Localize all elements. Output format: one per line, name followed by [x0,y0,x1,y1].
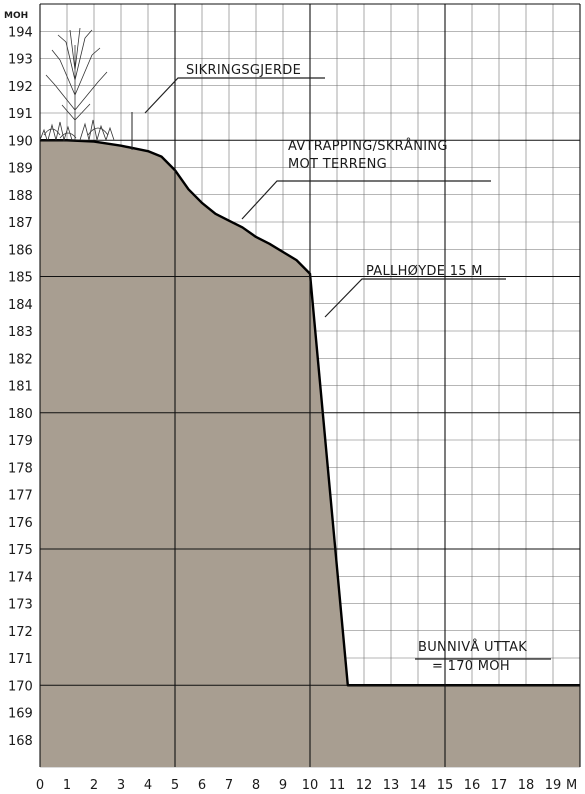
y-tick-label: 180 [8,407,33,422]
y-tick-label: 169 [8,707,33,722]
x-tick-label: 8 [252,778,260,793]
y-tick-label: 186 [8,243,33,258]
x-tick-label: 1 [63,778,71,793]
y-tick-label: 183 [8,325,33,340]
annotation-floor-label-line2: = 170 MOH [432,659,510,674]
y-tick-label: 177 [8,489,33,504]
y-tick-label: 188 [8,189,33,204]
annotation-leaders [144,77,551,660]
y-tick-label: 191 [8,107,33,122]
y-tick-label: 175 [8,543,33,558]
y-tick-label: 182 [8,352,33,367]
x-tick-label: 4 [144,778,152,793]
y-tick-label: 171 [8,652,33,667]
x-axis-unit-label: M [566,778,577,793]
y-tick-label: 192 [8,80,33,95]
y-tick-label: 172 [8,625,33,640]
x-tick-label: 14 [410,778,427,793]
annotation-fence-label: SIKRINGSGJERDE [186,63,301,78]
x-tick-label: 7 [225,778,233,793]
annotation-floor-label-line1: BUNNIVÅ UTTAK [418,639,527,655]
x-tick-label: 3 [117,778,125,793]
y-tick-label: 185 [8,271,33,286]
y-tick-label: 189 [8,162,33,177]
x-tick-label: 19 [545,778,562,793]
y-tick-label: 178 [8,461,33,476]
x-tick-label: 6 [198,778,206,793]
y-tick-label: 170 [8,679,33,694]
y-axis-unit-label: MOH [4,11,28,21]
y-tick-label: 174 [8,570,33,585]
x-tick-label: 2 [90,778,98,793]
annotation-slope-label-line2: MOT TERRENG [288,157,387,172]
y-tick-label: 181 [8,380,33,395]
annotation-slope-label-line1: AVTRAPPING/SKRÅNING [288,138,448,154]
y-tick-label: 168 [8,734,33,749]
x-tick-label: 18 [518,778,535,793]
y-tick-label: 187 [8,216,33,231]
y-tick-label: 190 [8,134,33,149]
y-tick-label: 194 [8,25,33,40]
x-tick-label: 13 [383,778,400,793]
annotation-bench-height-label: PALLHØYDE 15 M [366,264,483,279]
x-tick-label: 0 [36,778,44,793]
terrain-outline [40,139,580,687]
y-tick-label: 184 [8,298,33,313]
axes: 1941931921911901891881871861851841831821… [8,25,561,793]
x-tick-label: 10 [302,778,319,793]
x-tick-label: 5 [171,778,179,793]
x-tick-label: 9 [279,778,287,793]
major-grid [39,3,581,767]
y-tick-label: 173 [8,598,33,613]
x-tick-label: 16 [464,778,481,793]
x-tick-label: 11 [329,778,346,793]
x-tick-label: 12 [356,778,373,793]
y-tick-label: 179 [8,434,33,449]
x-tick-label: 17 [491,778,508,793]
y-tick-label: 193 [8,53,33,68]
tree-icon [39,27,115,142]
x-tick-label: 15 [437,778,454,793]
y-tick-label: 176 [8,516,33,531]
